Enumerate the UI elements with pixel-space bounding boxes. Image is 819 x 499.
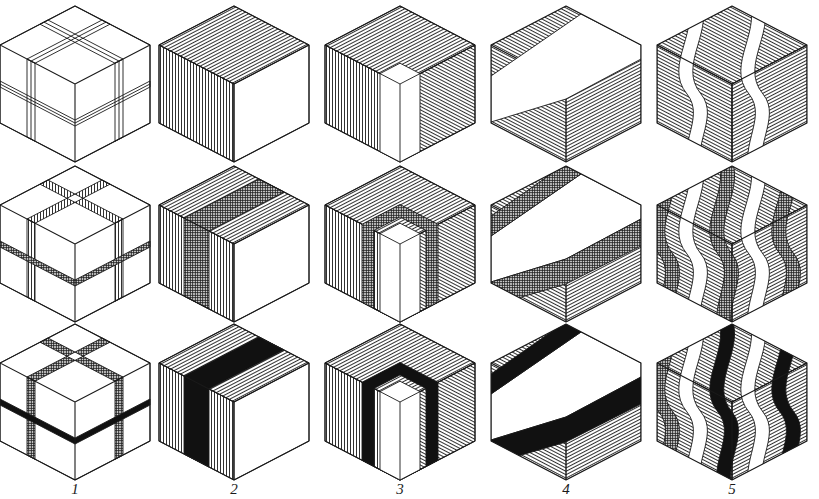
- cube: [0, 324, 150, 480]
- column-number: 2: [230, 481, 238, 497]
- cube: [159, 6, 309, 162]
- cube: [0, 166, 150, 322]
- cube: [0, 6, 150, 162]
- cube: [325, 166, 475, 322]
- cube: [657, 0, 807, 184]
- column-number: 5: [728, 481, 736, 497]
- cube: [651, 312, 807, 499]
- cube: [325, 324, 475, 480]
- column-number: 3: [396, 481, 404, 497]
- cube: [651, 154, 807, 344]
- cube: [491, 323, 641, 480]
- cube: [491, 165, 641, 322]
- column-number: 1: [71, 481, 79, 497]
- column-number: 4: [562, 481, 570, 497]
- cube: [159, 166, 309, 322]
- cube: [159, 324, 309, 480]
- cube: [325, 6, 475, 162]
- cube: [491, 6, 641, 162]
